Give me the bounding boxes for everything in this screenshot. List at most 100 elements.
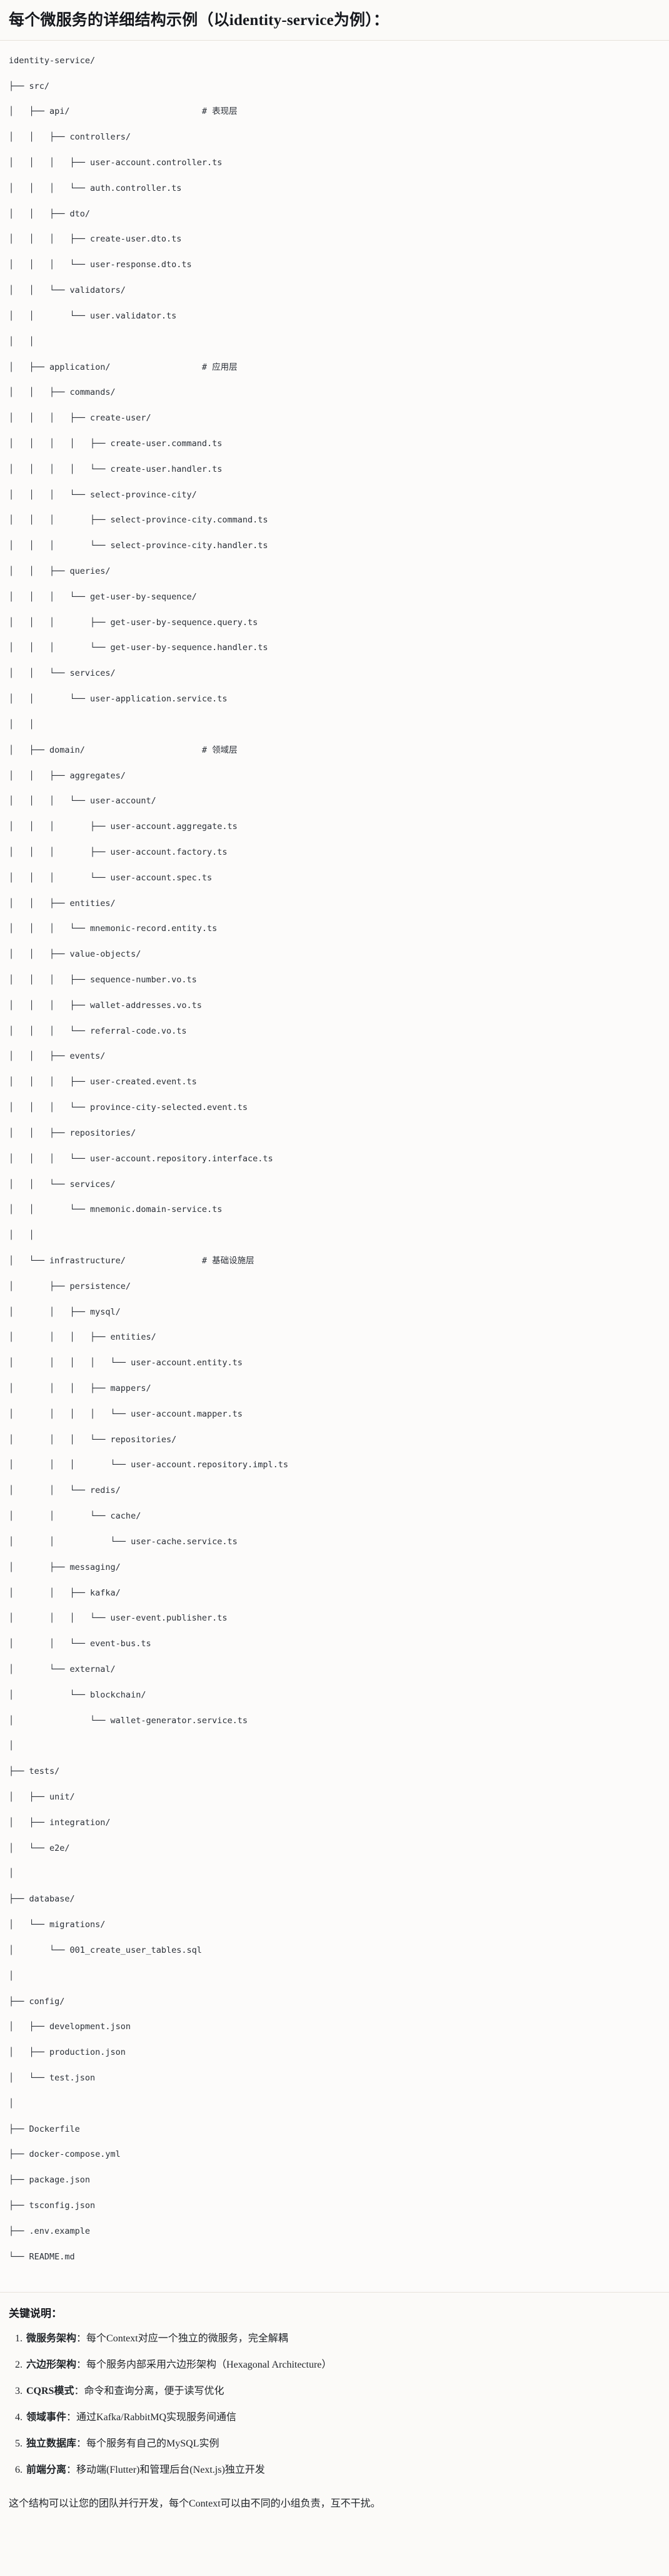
tree-line: │ │ │ ├── select-province-city.command.t… [9,515,268,526]
key-note-term: 领域事件 [26,2412,67,2423]
tree-line: │ ├── application/ # 应用层 [9,362,238,372]
tree-line: │ [9,1970,14,1981]
tree-line: │ │ │ └── get-user-by-sequence/ [9,591,197,602]
tree-line: │ │ ├── mysql/ [9,1306,121,1317]
tree-line: │ │ ├── events/ [9,1051,106,1062]
tree-line: │ └── 001_create_user_tables.sql [9,1945,202,1955]
tree-line: │ │ ├── repositories/ [9,1128,136,1138]
tree-line: │ │ ├── dto/ [9,208,91,219]
tree-line: │ ├── production.json [9,2047,126,2058]
tree-line: │ │ │ │ └── user-account.mapper.ts [9,1408,243,1419]
page-title: 每个微服务的详细结构示例（以identity-service为例）： [0,0,669,41]
tree-line: │ └── e2e/ [9,1843,70,1853]
directory-tree-block: identity-service/ ├── src/ │ ├── api/ # … [0,40,669,2293]
tree-line: │ └── external/ [9,1664,116,1674]
tree-line: │ │ │ └── auth.controller.ts [9,183,182,193]
tree-line: │ │ │ └── user-event.publisher.ts [9,1613,228,1624]
key-note-term: 六边形架构 [26,2360,77,2371]
tree-line: │ │ │ └── select-province-city.handler.t… [9,541,268,551]
directory-tree: identity-service/ ├── src/ │ ├── api/ # … [9,54,660,2276]
tree-line: │ │ └── services/ [9,668,116,679]
tree-line: ├── src/ [9,81,50,91]
tree-line: │ │ └── user.validator.ts [9,310,177,321]
tree-line: │ │ └── user-application.service.ts [9,694,228,705]
tree-line: │ │ └── services/ [9,1179,116,1189]
tree-line: │ │ │ └── referral-code.vo.ts [9,1026,187,1036]
key-note-body: 每个服务内部采用六边形架构（Hexagonal Architecture） [86,2360,332,2371]
key-note-item: 领域事件：通过Kafka/RabbitMQ实现服务间通信 [25,2410,660,2425]
tree-line: │ [9,1741,14,1751]
tree-line: ├── package.json [9,2175,91,2186]
key-note-term: 前端分离 [26,2465,67,2476]
tree-line-comment: # 应用层 [201,362,238,372]
tree-line: │ ├── persistence/ [9,1281,131,1291]
tree-line: │ │ │ │ └── user-account.entity.ts [9,1358,243,1368]
tree-line-comment: # 表现层 [201,106,238,117]
key-note-separator: ： [66,2465,77,2476]
tree-line: │ │ │ ├── create-user.dto.ts [9,234,182,245]
tree-line: │ [9,2098,14,2109]
key-note-body: 移动端(Flutter)和管理后台(Next.js)独立开发 [76,2465,265,2476]
tree-line: │ │ [9,336,34,347]
tree-line: ├── tests/ [9,1766,60,1777]
tree-line: │ │ │ └── user-account.spec.ts [9,872,213,883]
tree-line: │ │ │ │ └── create-user.handler.ts [9,464,223,474]
tree-line: │ │ ├── aggregates/ [9,770,126,781]
tree-line: │ │ └── user-cache.service.ts [9,1536,238,1547]
key-note-body: 每个Context对应一个独立的微服务，完全解耦 [86,2333,288,2344]
key-note-term: 独立数据库 [26,2438,77,2450]
key-notes-section: 关键说明： 微服务架构：每个Context对应一个独立的微服务，完全解耦六边形架… [0,2293,669,2494]
tree-line: ├── Dockerfile [9,2124,80,2134]
key-note-separator: ： [76,2360,87,2371]
tree-line: ├── docker-compose.yml [9,2149,121,2160]
tree-line: │ │ │ └── user-account/ [9,796,156,807]
key-note-item: 微服务架构：每个Context对应一个独立的微服务，完全解耦 [25,2331,660,2346]
tree-line: │ ├── messaging/ [9,1562,121,1572]
tree-line: ├── tsconfig.json [9,2201,96,2211]
tree-line: │ │ │ ├── get-user-by-sequence.query.ts [9,617,258,628]
tree-line: ├── config/ [9,1996,65,2007]
key-notes-title: 关键说明： [9,2308,62,2320]
key-notes-list: 微服务架构：每个Context对应一个独立的微服务，完全解耦六边形架构：每个服务… [9,2331,660,2478]
tree-line: │ ├── integration/ [9,1817,111,1828]
tree-line: │ ├── development.json [9,2022,131,2032]
tree-line: │ [9,1868,14,1879]
tree-line: │ │ │ ├── create-user/ [9,413,151,424]
tree-line: │ │ │ ├── wallet-addresses.vo.ts [9,1000,202,1011]
key-note-term: 微服务架构 [26,2333,77,2344]
tree-line: │ │ ├── controllers/ [9,132,131,143]
tree-line: │ │ └── validators/ [9,285,126,296]
tree-line: │ │ │ ├── user-account.aggregate.ts [9,822,238,832]
tree-line: │ │ │ ├── sequence-number.vo.ts [9,975,197,985]
closing-paragraph: 这个结构可以让您的团队并行开发，每个Context可以由不同的小组负责，互不干扰… [9,2498,381,2510]
key-note-item: 前端分离：移动端(Flutter)和管理后台(Next.js)独立开发 [25,2463,660,2478]
tree-line: │ │ ├── kafka/ [9,1587,121,1598]
key-note-separator: ： [76,2438,87,2450]
tree-line: identity-service/ [9,55,96,66]
tree-line: │ │ │ └── get-user-by-sequence.handler.t… [9,643,268,653]
tree-line: │ │ ├── commands/ [9,387,116,398]
key-note-body: 每个服务有自己的MySQL实例 [86,2438,219,2450]
tree-line: │ ├── domain/ # 领域层 [9,745,238,755]
tree-line: │ │ │ └── user-account.repository.impl.t… [9,1460,289,1470]
tree-line: │ │ ├── value-objects/ [9,949,141,960]
tree-line: │ │ └── event-bus.ts [9,1639,151,1649]
tree-line: │ │ └── redis/ [9,1485,121,1496]
tree-line: │ │ │ └── repositories/ [9,1434,177,1445]
tree-line: │ │ │ └── province-city-selected.event.t… [9,1102,248,1113]
tree-line: ├── .env.example [9,2226,91,2236]
tree-line: └── README.md [9,2251,75,2262]
key-note-body: 通过Kafka/RabbitMQ实现服务间通信 [76,2412,237,2423]
key-note-separator: ： [66,2412,77,2423]
tree-line: ├── database/ [9,1894,75,1905]
tree-line: │ │ │ └── user-account.repository.interf… [9,1153,273,1164]
tree-line: │ │ │ └── select-province-city/ [9,489,197,500]
tree-line: │ │ │ ├── user-account.factory.ts [9,847,228,857]
tree-line: │ │ │ │ ├── create-user.command.ts [9,438,223,449]
tree-line-comment: # 领域层 [201,745,238,755]
tree-line: │ └── wallet-generator.service.ts [9,1715,248,1726]
tree-line: │ └── test.json [9,2072,96,2083]
key-note-body: 命令和查询分离，便于读写优化 [84,2386,224,2397]
tree-line: │ │ │ ├── mappers/ [9,1383,151,1393]
